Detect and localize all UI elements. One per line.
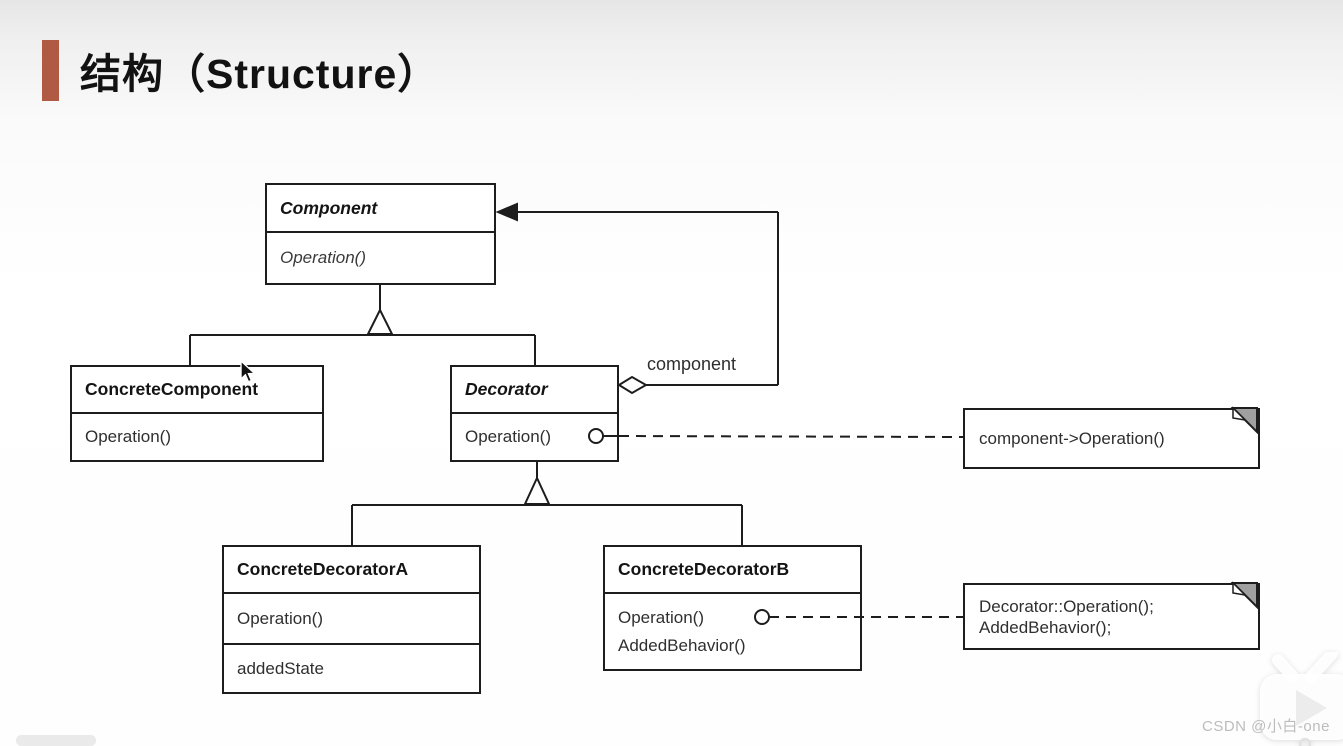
method-concrete-decorator-b-addedbehavior: AddedBehavior() [618,635,746,655]
page-title: 结构（Structure） [80,51,440,97]
class-name-concrete-decorator-a: ConcreteDecoratorA [224,547,479,594]
aggregation-role-label: component [647,354,737,374]
note-text-line1: Decorator::Operation(); [979,596,1154,616]
class-box-concrete-component: ConcreteComponent Operation() [70,365,324,462]
note-decorator-operation: component->Operation() [963,406,1260,469]
aggregation-arrowhead-icon [495,202,518,222]
note-link1-dashed-line [618,435,964,438]
note-dogear-icon [1230,406,1258,435]
class-box-component: Component Operation() [265,183,496,285]
class-name-concrete-component: ConcreteComponent [72,367,322,414]
method-concrete-component-operation: Operation() [85,427,171,446]
note-text-line2: AddedBehavior(); [979,617,1112,637]
class-box-concrete-decorator-a: ConcreteDecoratorA Operation() addedStat… [222,545,481,694]
class-box-decorator: Decorator Operation() [450,365,619,462]
title-accent-bar [42,40,59,101]
attribute-concrete-decorator-a-addedstate: addedState [237,658,324,678]
note-text: component->Operation() [979,429,1165,448]
method-concrete-decorator-b-operation: Operation() [618,607,704,627]
gen2-triangle-icon [523,475,551,505]
class-name-concrete-decorator-b: ConcreteDecoratorB [605,547,860,594]
note-dogear-icon [1230,581,1258,610]
method-concrete-decorator-a-operation: Operation() [237,608,323,628]
bottom-left-artifact [16,735,96,746]
mouse-cursor-icon [240,360,257,383]
aggregation-diamond-icon [617,375,649,395]
class-name-component: Component [267,185,494,233]
class-box-concrete-decorator-b: ConcreteDecoratorB Operation() AddedBeha… [603,545,862,671]
gen1-triangle-icon [366,307,394,335]
watermark-text: CSDN @小白-one [1202,718,1330,735]
note-concrete-decorator-b: Decorator::Operation(); AddedBehavior(); [963,581,1260,650]
video-play-icon[interactable] [1248,652,1343,746]
method-component-operation: Operation() [280,248,366,267]
method-decorator-operation: Operation() [465,427,551,446]
class-name-decorator: Decorator [452,367,617,414]
